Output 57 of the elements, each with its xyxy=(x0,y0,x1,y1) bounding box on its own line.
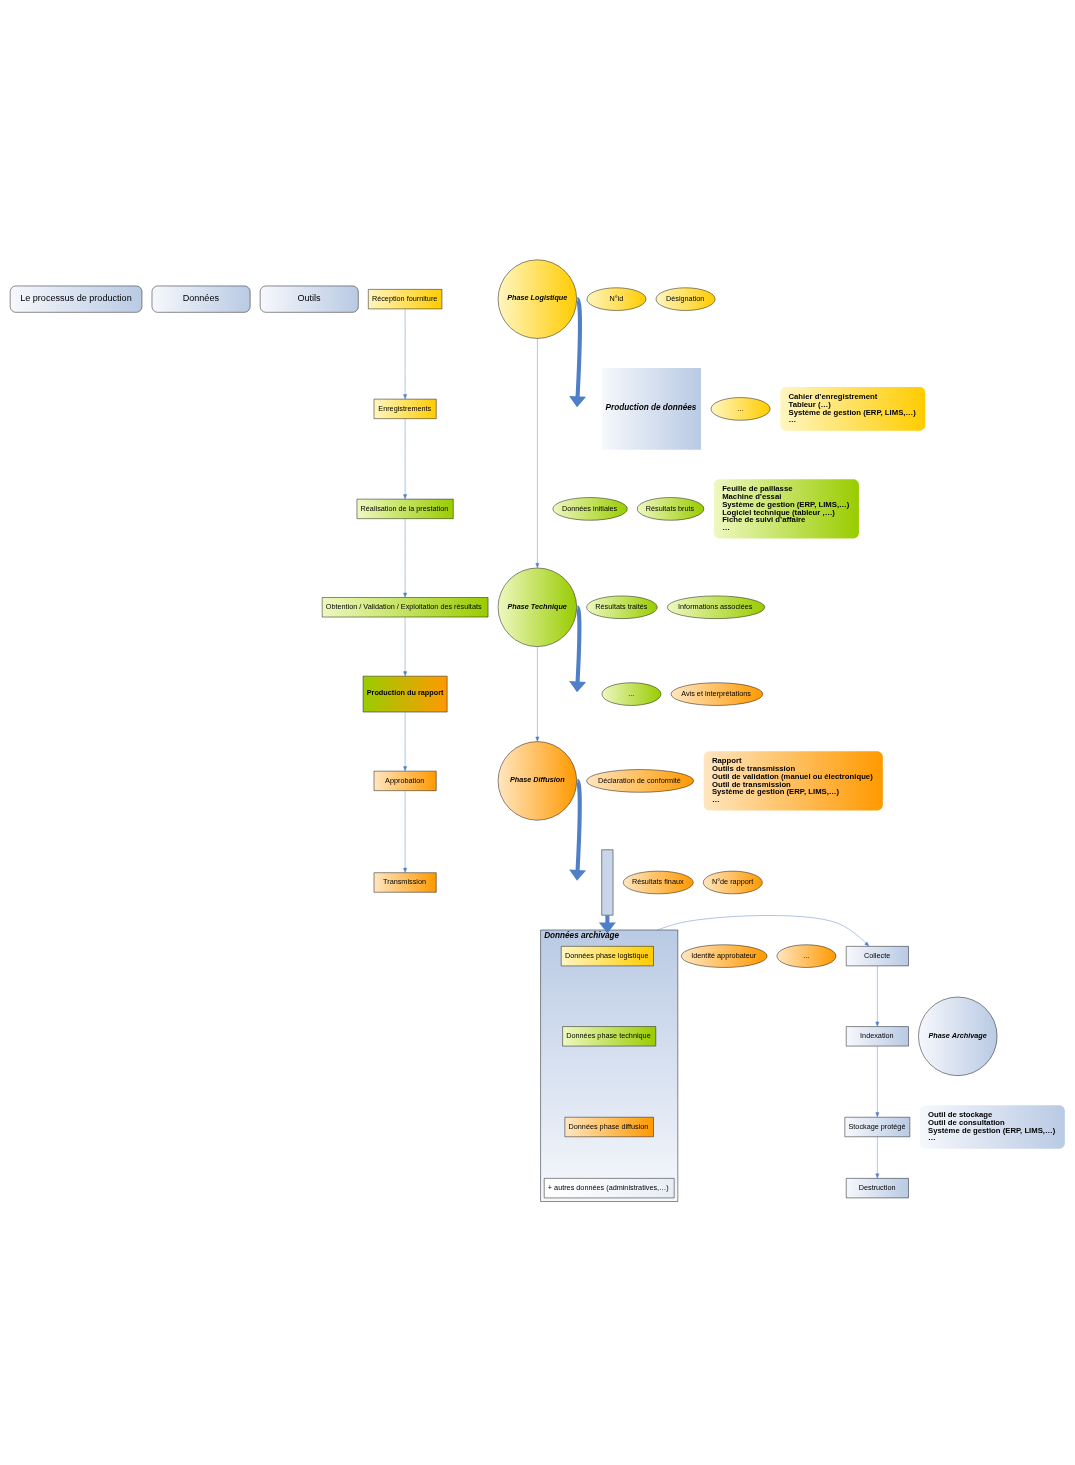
node-ellipse: Déclaration de conformité xyxy=(586,769,694,793)
node-box: Collecte xyxy=(846,946,909,967)
arrow xyxy=(403,616,407,677)
node-box: Destruction xyxy=(846,1178,909,1199)
arrow xyxy=(403,711,407,772)
node-box: Rapport Outils de transmission Outil de validation (manuel ou électronique) Outil de transmission Système de gestion (ERP, LIMS,…) … xyxy=(703,751,883,811)
node-box: Outils xyxy=(259,285,359,313)
node-ellipse: Résultats bruts xyxy=(637,497,705,521)
node-box: Outil de stockage Outil de consultation Système de gestion (ERP, LIMS,…) … xyxy=(919,1105,1065,1149)
node-circle: Phase Technique xyxy=(497,567,577,647)
arrow xyxy=(875,1046,880,1118)
arrow xyxy=(403,418,407,500)
node-box: Enregistrements xyxy=(373,398,437,419)
node-box: Données phase diffusion xyxy=(564,1117,654,1137)
node-box: Réception fourniture xyxy=(368,289,443,310)
node-ellipse: ... xyxy=(776,944,837,968)
arrow xyxy=(535,338,540,569)
node-box: Données phase technique xyxy=(562,1026,656,1047)
node-box: Production de données xyxy=(601,368,701,450)
node-ellipse: Résultats traités xyxy=(586,595,658,619)
arrow xyxy=(403,308,407,400)
node-circle: Phase Archivage xyxy=(918,996,998,1076)
arrow xyxy=(569,780,587,881)
node-box: Réalisation de la prestation xyxy=(356,498,454,519)
arrow xyxy=(875,965,880,1027)
node-box: Données xyxy=(151,285,251,313)
node-ellipse: Résultats finaux xyxy=(623,870,694,895)
arrow xyxy=(569,606,587,693)
node-ellipse: N°id xyxy=(586,287,647,311)
node-ellipse: ... xyxy=(710,397,771,421)
node-box: Feuille de paillasse Machine d’essai Système de gestion (ERP, LIMS,…) Logiciel technique (tableur ,…) Fiche de suivi d’affaire … xyxy=(713,479,859,539)
node-box: Production du rapport xyxy=(362,675,448,713)
node-ellipse: Désignation xyxy=(655,287,716,311)
arrow xyxy=(569,298,587,408)
node-box: Le processus de production xyxy=(9,285,143,313)
arrow xyxy=(403,518,407,598)
node-ellipse: Identité approbateur xyxy=(681,944,768,968)
node-ellipse: N°de rapport xyxy=(703,870,763,895)
node-box: Cahier d’enregistrement Tableur (…) Système de gestion (ERP, LIMS,…) … xyxy=(780,387,926,431)
arrow xyxy=(657,915,870,947)
node-box: + autres données (administratives,…) xyxy=(543,1178,675,1199)
arrow xyxy=(403,790,407,873)
arrow xyxy=(875,1136,880,1179)
node-ellipse: Avis et interprétations xyxy=(670,682,764,706)
node-box: Données phase logistique xyxy=(561,946,654,967)
node-bar xyxy=(601,849,614,916)
node-box: Stockage protégé xyxy=(844,1117,911,1137)
node-box: Transmission xyxy=(373,872,437,893)
node-circle: Phase Diffusion xyxy=(497,741,577,821)
node-circle: Phase Logistique xyxy=(497,259,577,339)
node-box: Obtention / Validation / Exploitation des résultats xyxy=(321,597,489,618)
node-ellipse: Données initiales xyxy=(552,497,628,521)
arrow xyxy=(535,646,540,742)
node-box: Indexation xyxy=(846,1026,909,1047)
node-box: Approbation xyxy=(373,770,437,791)
node-ellipse: Informations associées xyxy=(667,595,765,619)
node-ellipse: ... xyxy=(601,682,662,706)
